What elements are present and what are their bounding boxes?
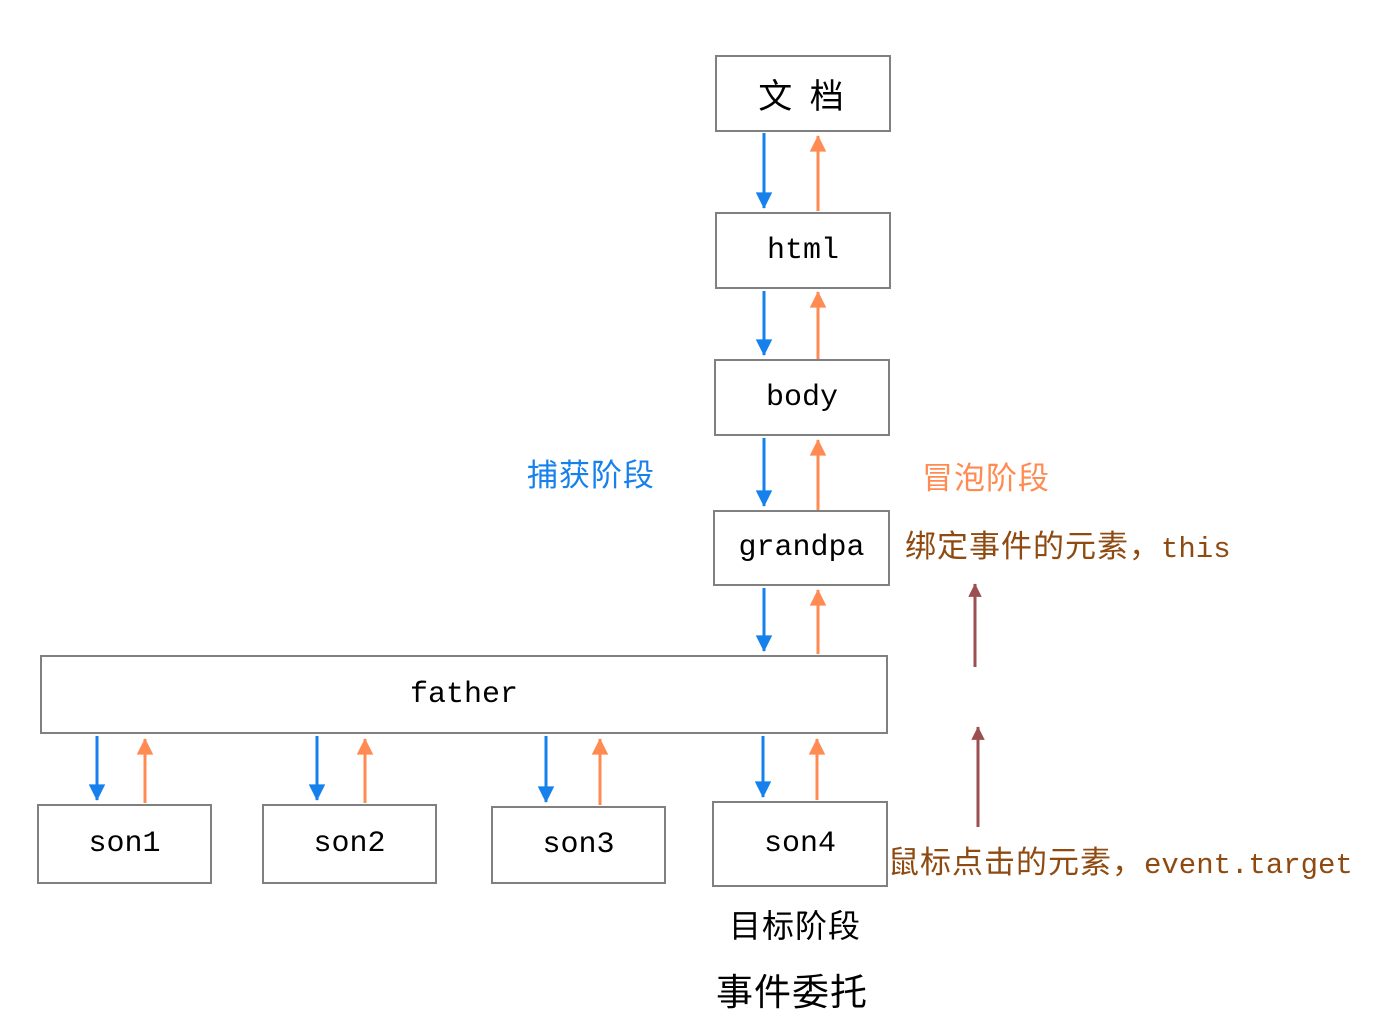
node-son4: son4 xyxy=(712,801,888,887)
node-father: father xyxy=(40,655,888,734)
diagram-title: 事件委托 xyxy=(716,972,868,1013)
node-son3: son3 xyxy=(491,806,666,884)
node-son2: son2 xyxy=(262,804,437,884)
node-html: html xyxy=(715,212,891,289)
bubble-phase-label: 冒泡阶段 xyxy=(922,461,1050,496)
capture-phase-label: 捕获阶段 xyxy=(527,458,655,493)
clicked-element-note: 鼠标点击的元素，event.target xyxy=(888,837,1353,882)
bound-element-note: 绑定事件的元素，this xyxy=(905,521,1231,566)
clicked-element-note-text: 鼠标点击的元素， xyxy=(888,845,1144,880)
bound-element-note-text: 绑定事件的元素， xyxy=(905,529,1161,564)
node-son1: son1 xyxy=(37,804,212,884)
node-body: body xyxy=(714,359,890,436)
node-grandpa: grandpa xyxy=(713,510,890,586)
target-phase-label: 目标阶段 xyxy=(729,908,862,944)
clicked-element-code: event.target xyxy=(1144,849,1353,882)
bound-element-code: this xyxy=(1161,533,1231,566)
node-document: 文 档 xyxy=(715,55,891,132)
